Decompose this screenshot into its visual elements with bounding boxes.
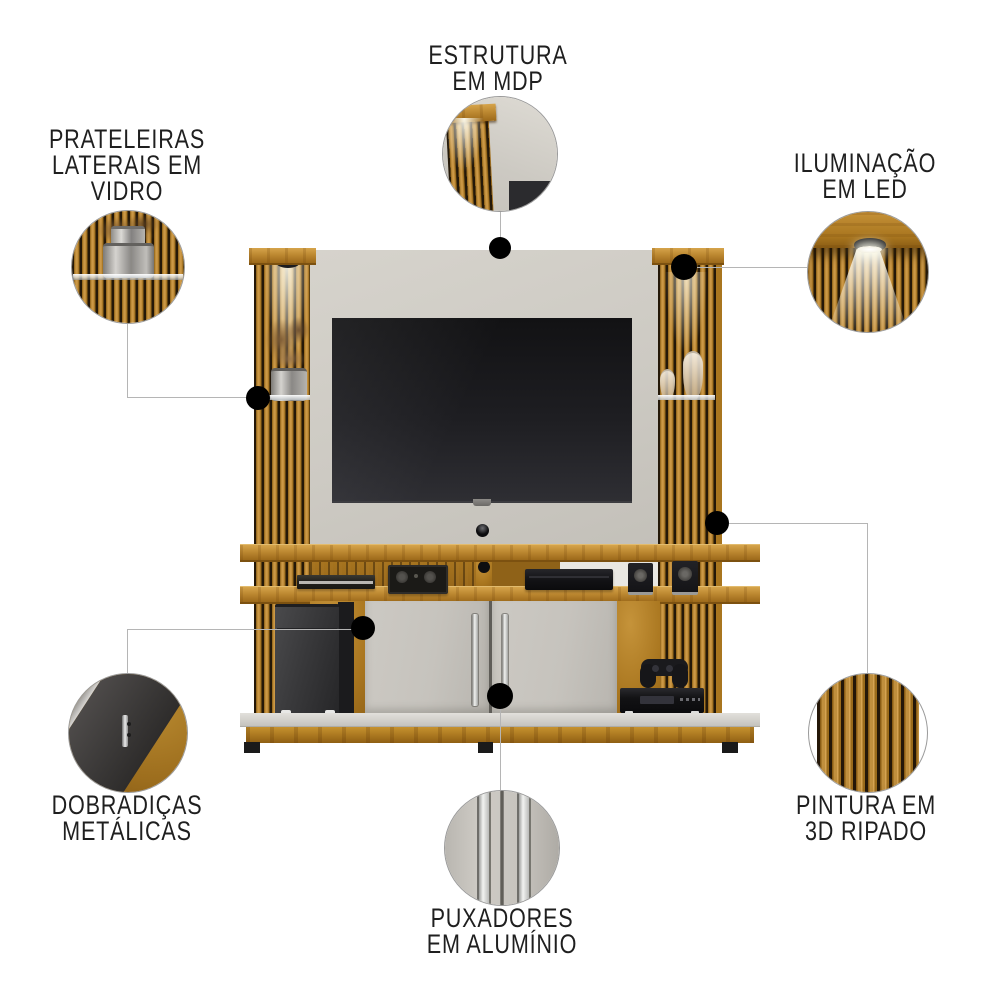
center-speaker-dot-icon	[414, 574, 418, 578]
subwoofer-side	[338, 602, 354, 714]
leader-pintura-v	[867, 523, 868, 673]
anchor-prateleiras	[246, 386, 270, 410]
label-iluminacao: ILUMINAÇÃO EM LED	[785, 148, 945, 204]
divider-cable-hole	[478, 561, 490, 573]
glass-shelf-left	[255, 395, 310, 400]
controller-stick-left-icon	[652, 665, 659, 672]
tv-screen	[332, 318, 632, 503]
cable-hole	[476, 524, 489, 537]
glass-vase-small	[660, 369, 675, 400]
foot-center	[478, 742, 493, 753]
label-dobradicas-line1: DOBRADIÇAS	[51, 790, 203, 820]
label-dobradicas: DOBRADIÇAS METÁLICAS	[47, 790, 207, 846]
label-pintura-line1: PINTURA EM	[795, 790, 937, 820]
leader-dobradicas-h	[127, 629, 353, 630]
label-puxadores-line1: PUXADORES	[430, 903, 574, 933]
foot-left	[244, 742, 260, 753]
center-speaker-cone-right-icon	[424, 571, 436, 583]
left-column-cap	[249, 248, 316, 265]
tv-stand-mount	[473, 499, 491, 506]
inset-puxadores-photo	[444, 790, 560, 906]
speaker-2-cone-icon	[678, 567, 692, 581]
game-console	[525, 569, 613, 590]
leader-estrutura	[500, 210, 501, 242]
door-handle-right	[502, 614, 508, 706]
controller-stick-right-icon	[666, 665, 673, 672]
receiver-buttons	[680, 698, 700, 701]
label-estrutura: ESTRUTURA EM MDP	[418, 40, 578, 96]
label-puxadores: PUXADORES EM ALUMÍNIO	[422, 903, 582, 959]
leader-prateleiras-v	[127, 322, 128, 398]
leader-iluminacao	[697, 267, 807, 268]
label-prateleiras-line1: PRATELEIRAS	[48, 124, 206, 154]
label-dobradicas-line2: METÁLICAS	[62, 816, 192, 846]
anchor-pintura	[705, 511, 729, 535]
label-estrutura-line2: EM MDP	[452, 66, 544, 96]
label-pintura: PINTURA EM 3D RIPADO	[786, 790, 946, 846]
subwoofer	[275, 604, 339, 715]
leader-prateleiras-h	[127, 397, 251, 398]
door-seam	[489, 601, 492, 715]
label-pintura-line2: 3D RIPADO	[804, 816, 928, 846]
center-speaker-cone-left-icon	[396, 571, 408, 583]
anchor-dobradicas	[351, 616, 375, 640]
anchor-estrutura	[489, 237, 511, 259]
upper-shelf	[240, 544, 760, 562]
right-column-edge	[716, 261, 722, 716]
label-estrutura-line1: ESTRUTURA	[428, 40, 568, 70]
inset-pintura-photo	[808, 673, 928, 793]
label-prateleiras: PRATELEIRAS LATERAIS EM VIDRO	[47, 124, 207, 206]
leader-pintura-h	[729, 523, 867, 524]
center-speaker	[388, 565, 448, 594]
glass-shelf-right	[658, 395, 715, 400]
inset-estrutura-photo	[442, 96, 558, 212]
leader-dobradicas-v	[127, 629, 128, 673]
glass-vase-tall	[683, 351, 703, 400]
label-iluminacao-line1: ILUMINAÇÃO	[793, 148, 937, 178]
foot-right	[722, 742, 738, 753]
dvd-front-strip	[299, 581, 373, 584]
receiver-display	[640, 696, 674, 704]
controller-grip-right	[672, 664, 688, 688]
inset-prateleiras-photo	[71, 210, 185, 324]
dried-flowers	[259, 311, 314, 375]
leader-puxadores	[500, 708, 501, 790]
label-prateleiras-line3: VIDRO	[90, 176, 164, 206]
label-iluminacao-line2: EM LED	[822, 174, 908, 204]
console-groove	[529, 576, 609, 578]
led-glow-right	[664, 272, 708, 357]
label-puxadores-line2: EM ALUMÍNIO	[426, 929, 578, 959]
inset-dobradicas-photo	[68, 673, 188, 793]
anchor-puxadores	[487, 683, 513, 709]
label-prateleiras-line2: LATERAIS EM	[51, 150, 203, 180]
cabinet-door-left	[365, 601, 489, 715]
door-handle-left	[472, 614, 478, 706]
inset-iluminacao-photo	[807, 211, 929, 333]
anchor-iluminacao	[671, 254, 697, 280]
speaker-1-cone-icon	[634, 569, 647, 582]
